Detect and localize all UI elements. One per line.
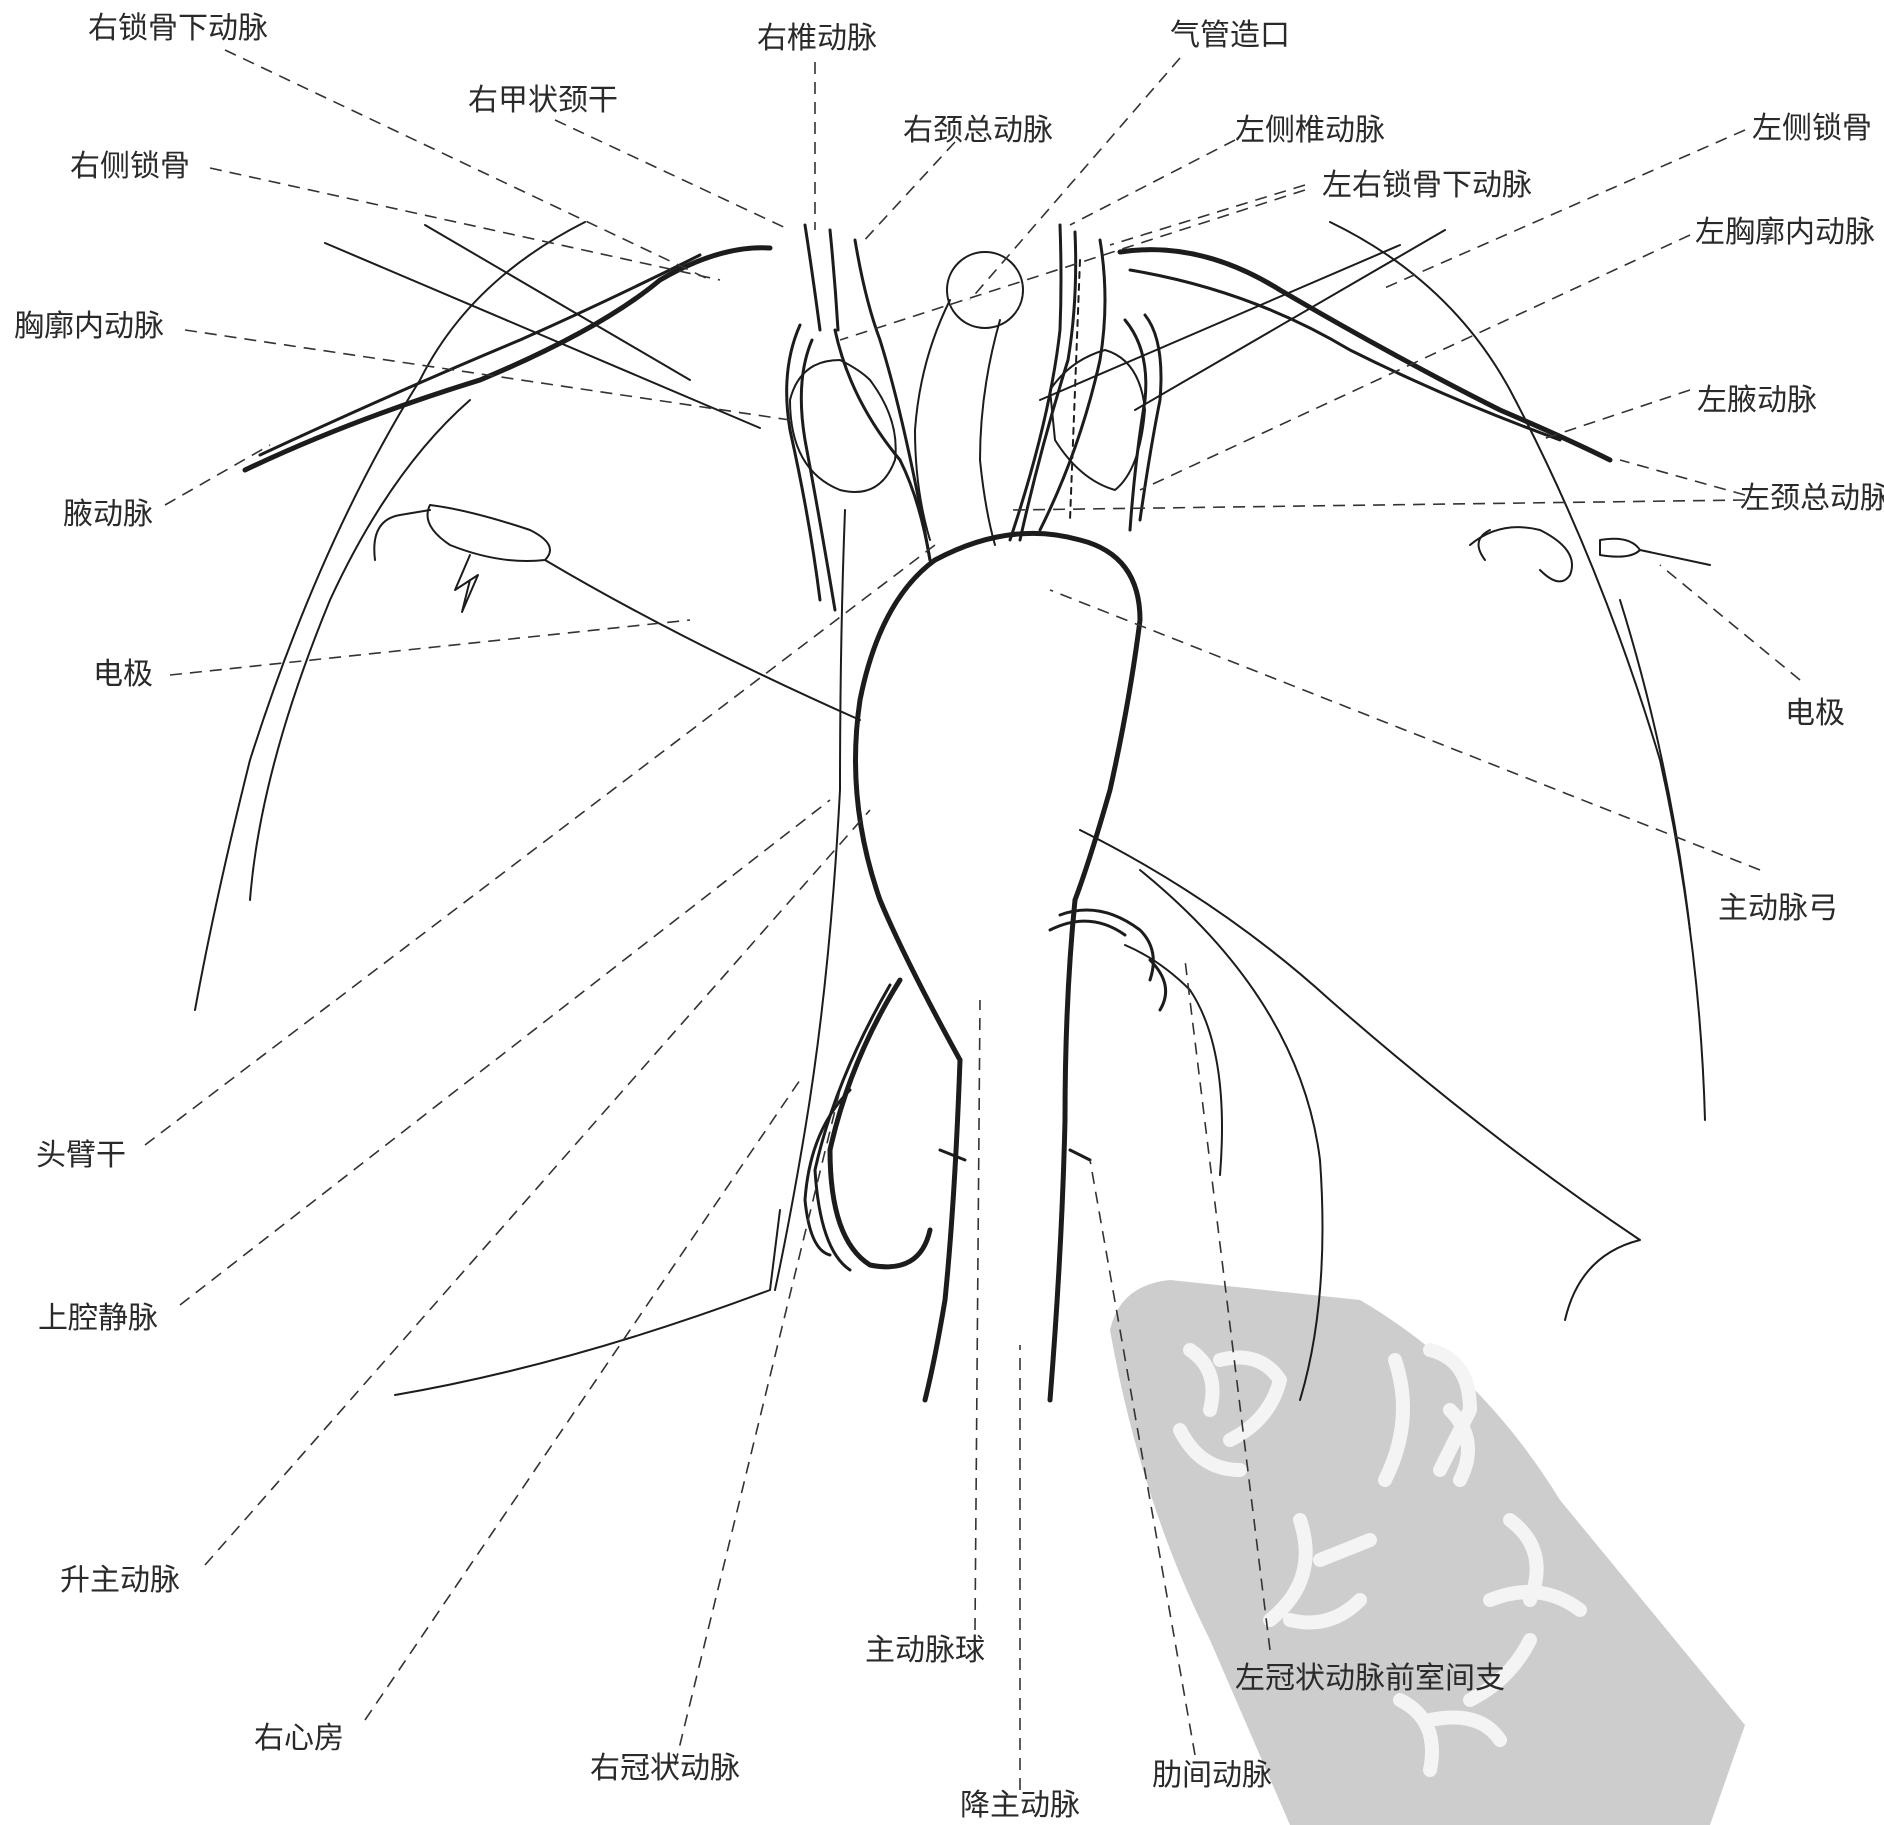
label-int-thoracic-a: 胸廓内动脉 xyxy=(14,309,164,344)
label-axillary-a: 腋动脉 xyxy=(63,497,153,532)
heart-and-aorta xyxy=(805,533,1222,1400)
label-electrode-left: 电极 xyxy=(93,657,153,692)
label-r-thyrocervical: 右甲状颈干 xyxy=(468,83,618,118)
label-lr-subclavian-a: 左右锁骨下动脉 xyxy=(1322,168,1532,203)
label-r-vertebral-a: 右椎动脉 xyxy=(757,21,877,56)
label-l-int-thoracic-a: 左胸廓内动脉 xyxy=(1695,215,1875,250)
label-ascending-aorta: 升主动脉 xyxy=(60,1563,180,1598)
label-r-subclavian-a: 右锁骨下动脉 xyxy=(88,11,268,46)
label-svc: 上腔静脉 xyxy=(38,1301,158,1336)
arteries-right xyxy=(245,225,930,1290)
label-electrode-right: 电极 xyxy=(1785,696,1845,731)
label-aortic-bulb: 主动脉球 xyxy=(865,1633,985,1668)
labels: 右锁骨下动脉 右椎动脉 气管造口 右甲状颈干 右颈总动脉 左侧椎动脉 左侧锁骨 … xyxy=(14,11,1884,1823)
label-r-coronary-a: 右冠状动脉 xyxy=(590,1751,740,1786)
label-brachiocephalic: 头臂干 xyxy=(36,1138,126,1173)
label-intercostal-a: 肋间动脉 xyxy=(1152,1758,1272,1793)
label-tracheostomy: 气管造口 xyxy=(1170,18,1290,53)
label-l-clavicle: 左侧锁骨 xyxy=(1752,111,1872,146)
seal-watermark xyxy=(1110,1280,1745,1825)
trachea xyxy=(915,252,1023,545)
label-l-vertebral-a: 左侧椎动脉 xyxy=(1235,113,1385,148)
label-l-common-carotid: 左颈总动脉 xyxy=(1740,481,1884,516)
label-l-axillary-a: 左腋动脉 xyxy=(1697,383,1817,418)
label-lad: 左冠状动脉前室间支 xyxy=(1235,1661,1505,1696)
label-descending-aorta: 降主动脉 xyxy=(960,1788,1080,1823)
label-aortic-arch: 主动脉弓 xyxy=(1718,891,1838,926)
label-r-common-carotid: 右颈总动脉 xyxy=(903,113,1053,148)
label-r-clavicle: 右侧锁骨 xyxy=(70,149,190,184)
clavicles xyxy=(325,225,1445,428)
label-right-atrium: 右心房 xyxy=(254,1721,344,1756)
